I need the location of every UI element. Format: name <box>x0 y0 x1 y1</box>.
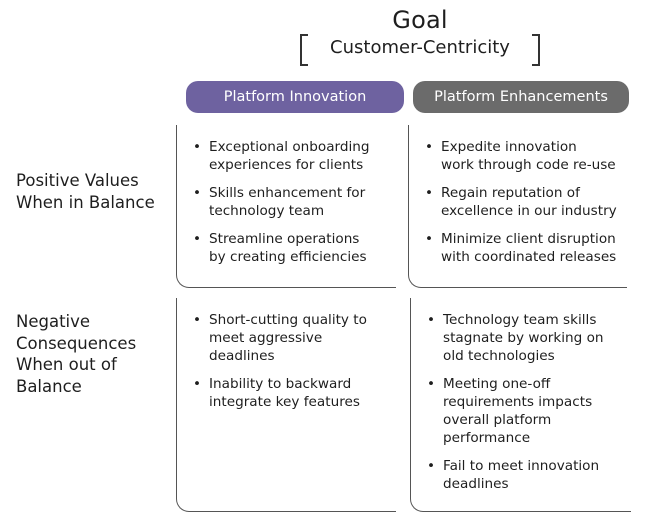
item-line: performance <box>443 430 531 446</box>
item-line: excellence in our industry <box>441 203 617 219</box>
goal-title: Goal <box>392 6 448 34</box>
list-item: • Fail to meet innovation deadlines <box>425 457 631 493</box>
bullet-list: • Expedite innovation work through code … <box>423 138 627 276</box>
left-bracket <box>300 34 308 66</box>
item-line: technology team <box>209 203 325 219</box>
item-line: meet aggressive <box>209 330 323 346</box>
item-line: Exceptional onboarding <box>209 139 370 155</box>
item-line: integrate key features <box>209 394 360 410</box>
list-item: • Minimize client disruption with coordi… <box>423 230 627 266</box>
item-line: Technology team skills <box>443 312 597 328</box>
list-item: • Regain reputation of excellence in our… <box>423 184 627 220</box>
row-label-line: Positive Values <box>16 171 139 190</box>
item-line: with coordinated releases <box>441 249 617 265</box>
list-item: • Technology team skills stagnate by wor… <box>425 311 631 365</box>
cell-negative-enhancements: • Technology team skills stagnate by wor… <box>410 298 631 512</box>
item-line: overall platform <box>443 412 552 428</box>
bullet-icon: • <box>427 458 436 474</box>
row-label-positive: Positive Values When in Balance <box>16 170 155 213</box>
item-line: deadlines <box>209 348 275 364</box>
row-label-line: Balance <box>16 376 82 396</box>
bullet-list: • Technology team skills stagnate by wor… <box>425 311 631 503</box>
row-label-line: Negative <box>16 312 91 331</box>
column-header-platform-innovation: Platform Innovation <box>186 81 404 113</box>
item-line: Regain reputation of <box>441 185 580 201</box>
bullet-icon: • <box>193 376 202 392</box>
bullet-icon: • <box>193 139 202 155</box>
item-line: requirements impacts <box>443 394 593 410</box>
cell-negative-innovation: • Short-cutting quality to meet aggressi… <box>176 298 396 512</box>
list-item: • Skills enhancement for technology team <box>191 184 396 220</box>
list-item: • Short-cutting quality to meet aggressi… <box>191 311 396 365</box>
list-item: • Expedite innovation work through code … <box>423 138 627 174</box>
row-label-line: Consequences <box>16 333 137 353</box>
list-item: • Streamline operations by creating effi… <box>191 230 396 266</box>
item-line: old technologies <box>443 348 555 364</box>
goal-subtitle-bracket: Customer-Centricity <box>296 32 544 66</box>
bullet-list: • Exceptional onboarding experiences for… <box>191 138 396 276</box>
item-line: Streamline operations <box>209 231 360 247</box>
row-label-negative: Negative Consequences When out of Balanc… <box>16 311 136 397</box>
bullet-icon: • <box>193 185 202 201</box>
item-line: by creating efficiencies <box>209 249 367 265</box>
right-bracket <box>532 34 540 66</box>
list-item: • Meeting one-off requirements impacts o… <box>425 375 631 447</box>
cell-positive-innovation: • Exceptional onboarding experiences for… <box>176 125 396 288</box>
goal-subtitle: Customer-Centricity <box>330 37 510 58</box>
row-label-line: When out of <box>16 355 117 374</box>
item-line: experiences for clients <box>209 157 364 173</box>
cell-positive-enhancements: • Expedite innovation work through code … <box>408 125 627 288</box>
item-line: Skills enhancement for <box>209 185 366 201</box>
list-item: • Inability to backward integrate key fe… <box>191 375 396 411</box>
item-line: Expedite innovation <box>441 139 577 155</box>
item-line: Inability to backward <box>209 376 352 392</box>
bullet-icon: • <box>427 312 436 328</box>
bullet-icon: • <box>193 312 202 328</box>
bullet-icon: • <box>425 231 434 247</box>
bullet-icon: • <box>427 376 436 392</box>
item-line: stagnate by working on <box>443 330 604 346</box>
bullet-icon: • <box>193 231 202 247</box>
item-line: Minimize client disruption <box>441 231 616 247</box>
bullet-icon: • <box>425 139 434 155</box>
item-line: Short-cutting quality to <box>209 312 367 328</box>
bullet-icon: • <box>425 185 434 201</box>
bullet-list: • Short-cutting quality to meet aggressi… <box>191 311 396 421</box>
item-line: Meeting one-off <box>443 376 551 392</box>
item-line: work through code re-use <box>441 157 616 173</box>
item-line: Fail to meet innovation <box>443 458 600 474</box>
column-header-platform-enhancements: Platform Enhancements <box>413 81 629 113</box>
row-label-line: When in Balance <box>16 192 155 212</box>
item-line: deadlines <box>443 476 509 492</box>
list-item: • Exceptional onboarding experiences for… <box>191 138 396 174</box>
